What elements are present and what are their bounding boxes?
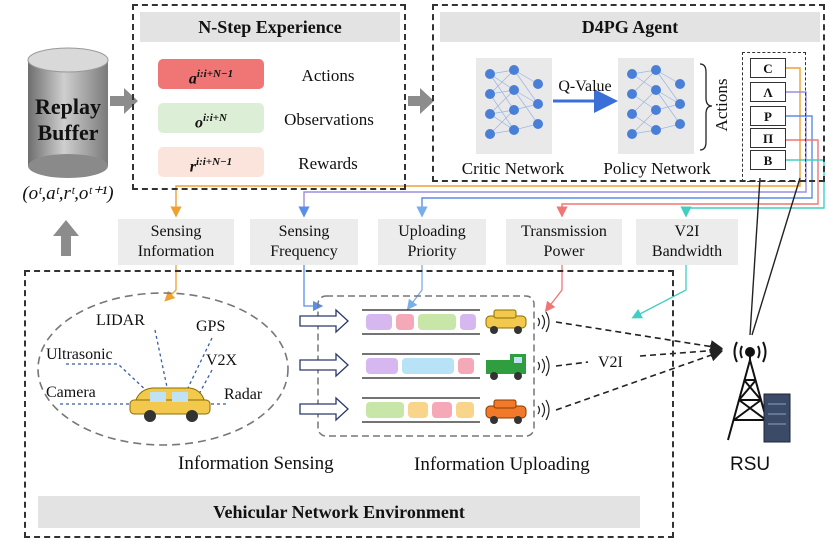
sensing-ellipse	[37, 292, 289, 446]
nstep-panel	[132, 4, 406, 190]
arrow-buffer-to-nstep	[110, 88, 138, 114]
sensor-dashed-lines	[60, 329, 226, 405]
replay-buffer-line1: Replay	[35, 94, 101, 119]
sensing-car	[129, 387, 211, 422]
nstep-observations-symbol: oi:i+N	[158, 103, 264, 133]
sensor-lidar: LIDAR	[96, 312, 145, 329]
environment-title: Vehicular Network Environment	[38, 496, 640, 528]
arrow-nstep-to-agent	[408, 88, 434, 114]
queue-input-arrows	[299, 308, 349, 422]
policy-network-graph	[618, 58, 694, 154]
caption-rsu: RSU	[730, 454, 771, 475]
sensor-ultrasonic: Ultrasonic	[46, 346, 113, 363]
action-item-pi: Π	[750, 128, 786, 148]
agent-title: D4PG Agent	[440, 12, 820, 42]
param-arrows	[164, 264, 687, 319]
signal-marks	[537, 311, 550, 421]
critic-network-graph	[476, 58, 552, 154]
critic-network-label: Critic Network	[461, 159, 565, 178]
sensor-v2x: V2X	[206, 352, 238, 369]
action-output-lines	[170, 67, 825, 218]
action-item-p: P	[750, 106, 786, 126]
replay-buffer-line2: Buffer	[37, 120, 99, 145]
nstep-rewards-label: Rewards	[298, 154, 358, 173]
nstep-rewards-symbol: ri:i+N−1	[158, 147, 264, 177]
actions-brace	[699, 63, 713, 151]
upload-queues	[362, 309, 480, 423]
sensor-radar: Radar	[224, 386, 263, 403]
nstep-actions-symbol: ai:i+N−1	[158, 59, 264, 89]
caption-information-uploading: Information Uploading	[414, 454, 590, 475]
replay-buffer-cylinder	[27, 47, 109, 178]
policy-network-label: Policy Network	[603, 159, 711, 178]
replay-buffer-tuple: (oᵗ,aᵗ,rᵗ,oᵗ⁺¹)	[22, 183, 114, 204]
agent-rsu-links	[749, 177, 801, 336]
environment-panel	[24, 270, 674, 538]
action-item-b: B	[750, 150, 786, 170]
sensor-camera: Camera	[46, 384, 96, 401]
rsu-tower	[727, 341, 773, 441]
action-item-c: C	[750, 58, 786, 78]
vehicle-orange-car	[485, 399, 527, 424]
rsu-server	[763, 393, 791, 443]
vehicle-yellow-car	[485, 309, 527, 334]
replay-buffer-title: Replay Buffer	[28, 94, 108, 146]
action-list-panel	[742, 52, 806, 182]
arrow-up-to-buffer	[53, 220, 79, 256]
actions-vertical-label: Actions	[712, 78, 731, 132]
nstep-observations-label: Observations	[284, 110, 374, 129]
upload-area	[317, 295, 535, 437]
sensor-gps: GPS	[196, 318, 226, 335]
caption-v2i: V2I	[596, 354, 625, 372]
queue-packets	[366, 314, 476, 418]
v2i-links	[555, 321, 724, 411]
nstep-title: N-Step Experience	[140, 12, 400, 42]
agent-panel	[432, 4, 825, 182]
nstep-actions-label: Actions	[301, 66, 355, 85]
qvalue-label: Q-Value	[558, 78, 612, 95]
action-item-lambda: Λ	[750, 82, 786, 102]
caption-information-sensing: Information Sensing	[178, 453, 334, 474]
vehicle-green-truck	[486, 354, 526, 380]
